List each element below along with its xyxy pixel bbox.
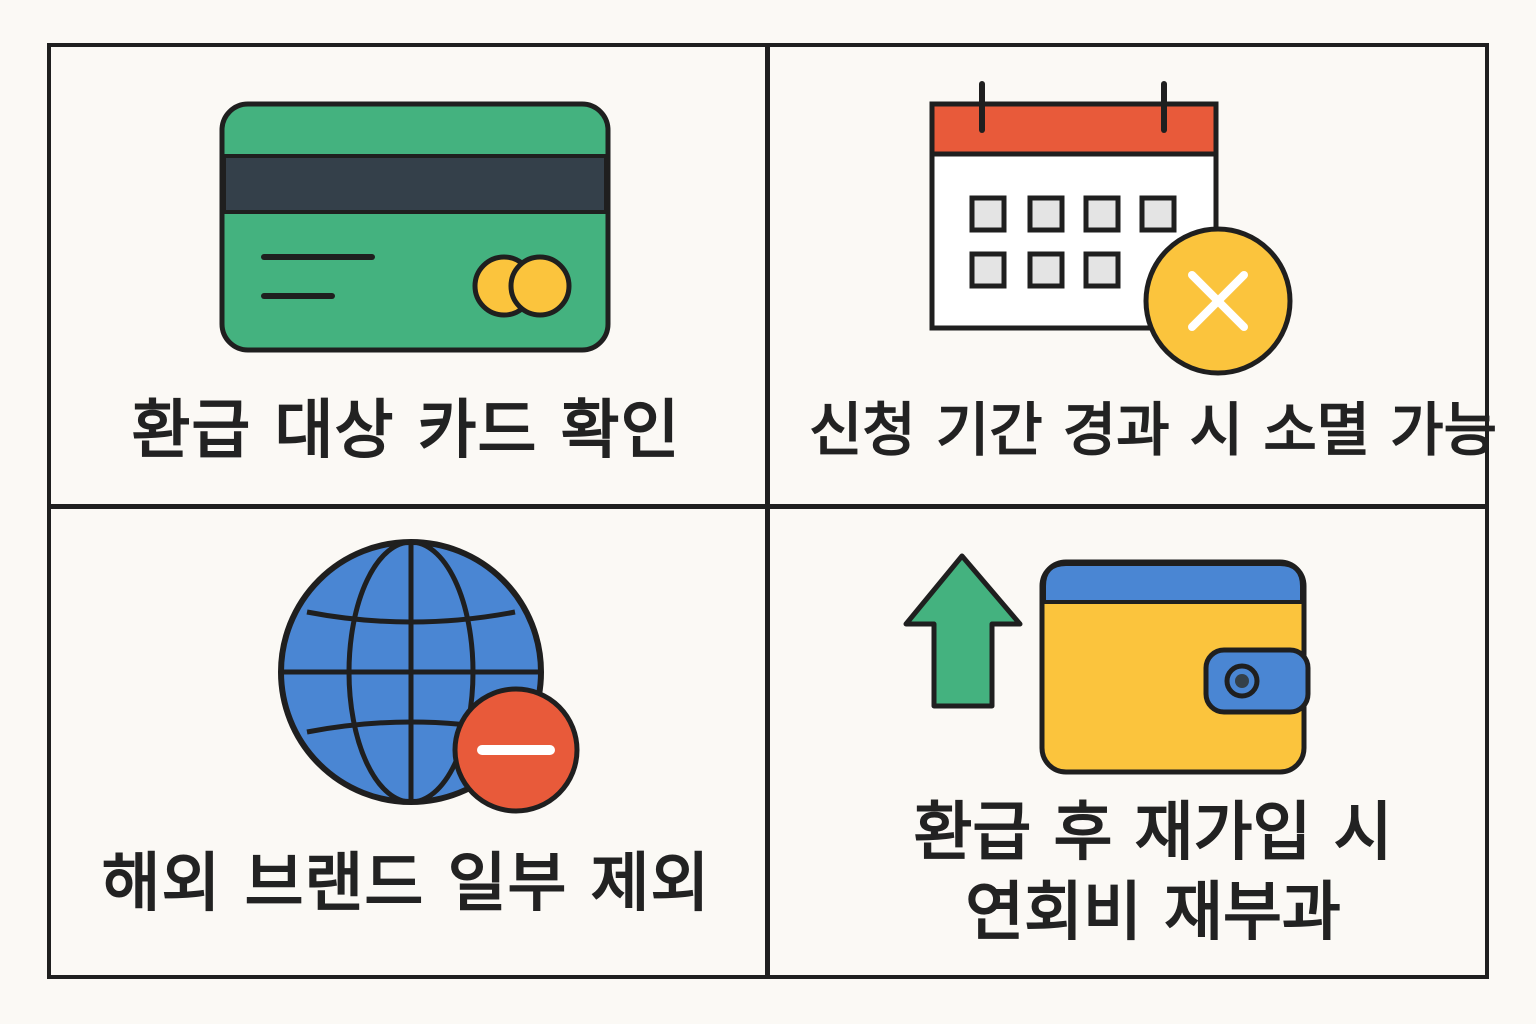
caption-application-period: 신청 기간 경과 시 소멸 가능 bbox=[809, 396, 1497, 464]
vertical-divider bbox=[765, 43, 770, 979]
caption-overseas-brand: 해외 브랜드 일부 제외 bbox=[101, 847, 711, 921]
globe-minus-icon bbox=[278, 539, 580, 814]
calendar-cancel-icon bbox=[929, 81, 1293, 376]
credit-card-icon bbox=[219, 101, 611, 353]
wallet-arrow-up-icon bbox=[903, 553, 1311, 775]
caption-rejoin-line-1: 환급 후 재가입 시 bbox=[913, 796, 1393, 870]
horizontal-divider bbox=[47, 504, 1489, 509]
caption-rejoin-line-2: 연회비 재부과 bbox=[965, 876, 1341, 950]
caption-refund-card: 환급 대상 카드 확인 bbox=[131, 394, 681, 468]
